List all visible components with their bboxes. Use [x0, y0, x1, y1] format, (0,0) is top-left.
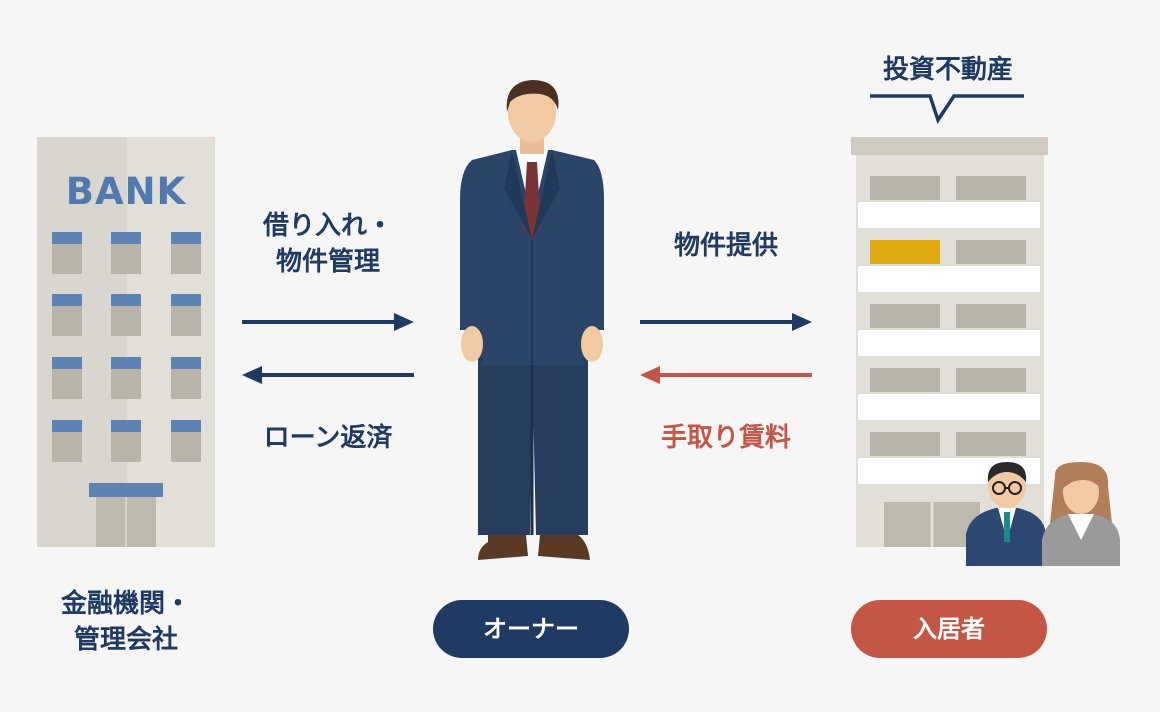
bank-building-icon [37, 137, 215, 547]
apartment-building-icon [851, 137, 1048, 547]
speech-bubble-icon [870, 94, 1024, 124]
property-bubble-text: 投資不動産 [882, 55, 1013, 85]
provide-label: 物件提供 [673, 231, 778, 261]
tenant-man-icon [966, 462, 1046, 566]
arrow-borrow-right-icon [242, 313, 414, 331]
bank-label-line1: 金融機関・ [60, 589, 191, 619]
owner-pill: オーナー [433, 600, 629, 658]
arrow-rent-left-icon [640, 366, 812, 384]
rent-label: 手取り賃料 [660, 423, 791, 453]
borrow-label-line1: 借り入れ・ [262, 211, 393, 241]
bank-label: 金融機関・ 管理会社 [26, 586, 226, 658]
repay-label: ローン返済 [263, 423, 393, 453]
arrow-repay-left-icon [242, 366, 414, 384]
borrow-label: 借り入れ・ 物件管理 [238, 208, 418, 280]
lit-window [870, 240, 940, 264]
bank-label-line2: 管理会社 [73, 625, 178, 655]
arrow-provide-right-icon [640, 313, 812, 331]
borrow-label-line2: 物件管理 [275, 247, 380, 277]
bank-sign: BANK [65, 170, 187, 213]
businessman-owner-icon [460, 80, 604, 560]
tenant-pill: 入居者 [851, 600, 1047, 658]
tenant-woman-icon [1042, 462, 1120, 566]
